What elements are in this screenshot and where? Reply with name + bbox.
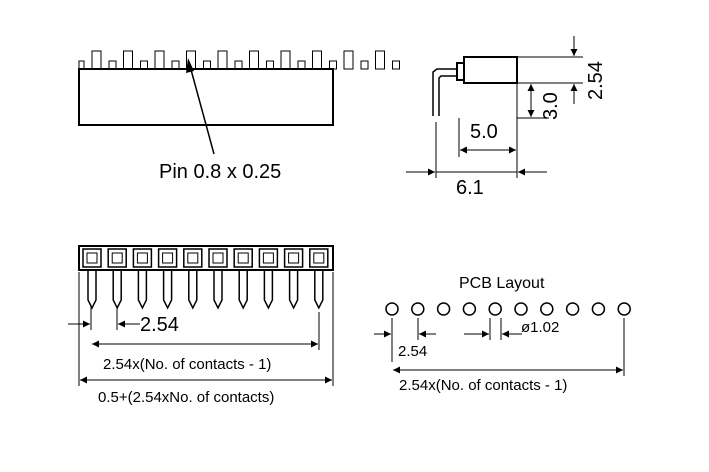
bottom-contacts bbox=[82, 248, 329, 310]
front-pin-tall bbox=[154, 50, 165, 70]
pcb-hole bbox=[411, 302, 425, 316]
front-pin-tall bbox=[375, 50, 385, 70]
contact-pin bbox=[112, 270, 122, 310]
pin-label: Pin 0.8 x 0.25 bbox=[159, 161, 281, 183]
pcb-span-text: 2.54x(No. of contacts - 1) bbox=[399, 377, 567, 394]
front-view: Pin 0.8 x 0.25 bbox=[78, 50, 400, 183]
contact-socket-outer bbox=[107, 248, 127, 268]
contact-pin bbox=[288, 270, 299, 310]
pin-leader-arrow bbox=[186, 58, 194, 73]
contact-socket-inner bbox=[313, 252, 325, 264]
contact-socket-inner bbox=[237, 252, 249, 264]
contact-socket-inner bbox=[288, 252, 300, 264]
side-view: 2.54 3.0 5.0 6.1 bbox=[406, 36, 607, 199]
pcb-holes bbox=[385, 302, 631, 316]
contact-pin bbox=[188, 270, 198, 310]
contact-pin bbox=[314, 270, 324, 310]
pcb-layout-title: PCB Layout bbox=[459, 275, 545, 292]
front-pin-tall bbox=[343, 50, 354, 70]
pcb-hole bbox=[385, 302, 399, 316]
front-pin-short bbox=[234, 60, 243, 70]
pcb-hole bbox=[514, 302, 528, 316]
pcb-hole bbox=[591, 302, 606, 316]
contact-socket-inner bbox=[212, 252, 224, 264]
dim-depth-text: 5.0 bbox=[470, 121, 498, 143]
contact-socket-outer bbox=[233, 248, 253, 268]
front-pin-short bbox=[203, 60, 211, 70]
pcb-pitch-text: 2.54 bbox=[398, 343, 427, 360]
contact-socket-inner bbox=[111, 252, 123, 264]
front-pin-short bbox=[360, 60, 369, 70]
front-pin-short bbox=[108, 60, 117, 70]
contact-pin bbox=[162, 270, 173, 310]
dim-length-text: 0.5+(2.54xNo. of contacts) bbox=[98, 389, 274, 406]
dim-total-text: 6.1 bbox=[456, 177, 484, 199]
front-pin-tall bbox=[123, 50, 133, 70]
contact-socket-outer bbox=[258, 248, 279, 268]
front-pin-tall bbox=[91, 50, 102, 70]
front-body bbox=[78, 68, 334, 126]
bottom-view: 2.54 2.54x(No. of contacts - 1) 0.5+(2.5… bbox=[68, 245, 334, 406]
contact-socket-outer bbox=[157, 248, 178, 268]
front-pin-short bbox=[171, 60, 180, 70]
pcb-hole-text: ø1.02 bbox=[521, 319, 559, 336]
contact-pin bbox=[137, 270, 148, 310]
contact-socket-outer bbox=[309, 248, 329, 268]
front-pin-tall bbox=[280, 50, 291, 70]
front-pin-short bbox=[140, 60, 148, 70]
front-pin-tall bbox=[217, 50, 228, 70]
pcb-hole bbox=[540, 302, 554, 316]
pcb-layout: PCB Layout 2.54 ø1.02 2.54x(No. of conta… bbox=[374, 275, 631, 394]
dim-pitch-text: 2.54 bbox=[140, 314, 179, 336]
contact-socket-inner bbox=[187, 252, 199, 264]
contact-socket-outer bbox=[132, 248, 153, 268]
contact-pin bbox=[213, 270, 223, 310]
pcb-hole bbox=[617, 302, 631, 316]
front-pin-short bbox=[392, 60, 400, 70]
contact-socket-outer bbox=[283, 248, 304, 268]
pin-leader-line bbox=[189, 65, 215, 155]
pcb-hole bbox=[436, 302, 451, 316]
dim-span-text: 2.54x(No. of contacts - 1) bbox=[103, 356, 271, 373]
contact-pin bbox=[263, 270, 274, 310]
contact-socket-inner bbox=[262, 252, 274, 264]
dim-height-text: 3.0 bbox=[540, 92, 562, 120]
pcb-hole bbox=[462, 302, 477, 316]
contact-pin bbox=[87, 270, 97, 310]
front-pin-short bbox=[266, 60, 274, 70]
contact-socket-inner bbox=[136, 252, 148, 264]
front-pin-short bbox=[329, 60, 337, 70]
front-pins bbox=[78, 50, 400, 70]
bottom-body bbox=[78, 245, 334, 271]
side-body-small bbox=[456, 62, 465, 81]
contact-socket-inner bbox=[162, 252, 174, 264]
front-pin-edge bbox=[78, 60, 85, 70]
contact-socket-outer bbox=[208, 248, 228, 268]
contact-socket-outer bbox=[183, 248, 203, 268]
pcb-hole bbox=[565, 302, 580, 316]
front-pin-tall bbox=[249, 50, 259, 70]
front-pin-tall bbox=[312, 50, 322, 70]
pcb-hole bbox=[488, 302, 502, 316]
front-pin-short bbox=[297, 60, 306, 70]
contact-socket-inner bbox=[86, 252, 98, 264]
dim-height-top-text: 2.54 bbox=[585, 61, 607, 100]
side-pin bbox=[432, 68, 462, 116]
side-body bbox=[463, 56, 518, 84]
contact-pin bbox=[238, 270, 248, 310]
contact-socket-outer bbox=[82, 248, 102, 268]
